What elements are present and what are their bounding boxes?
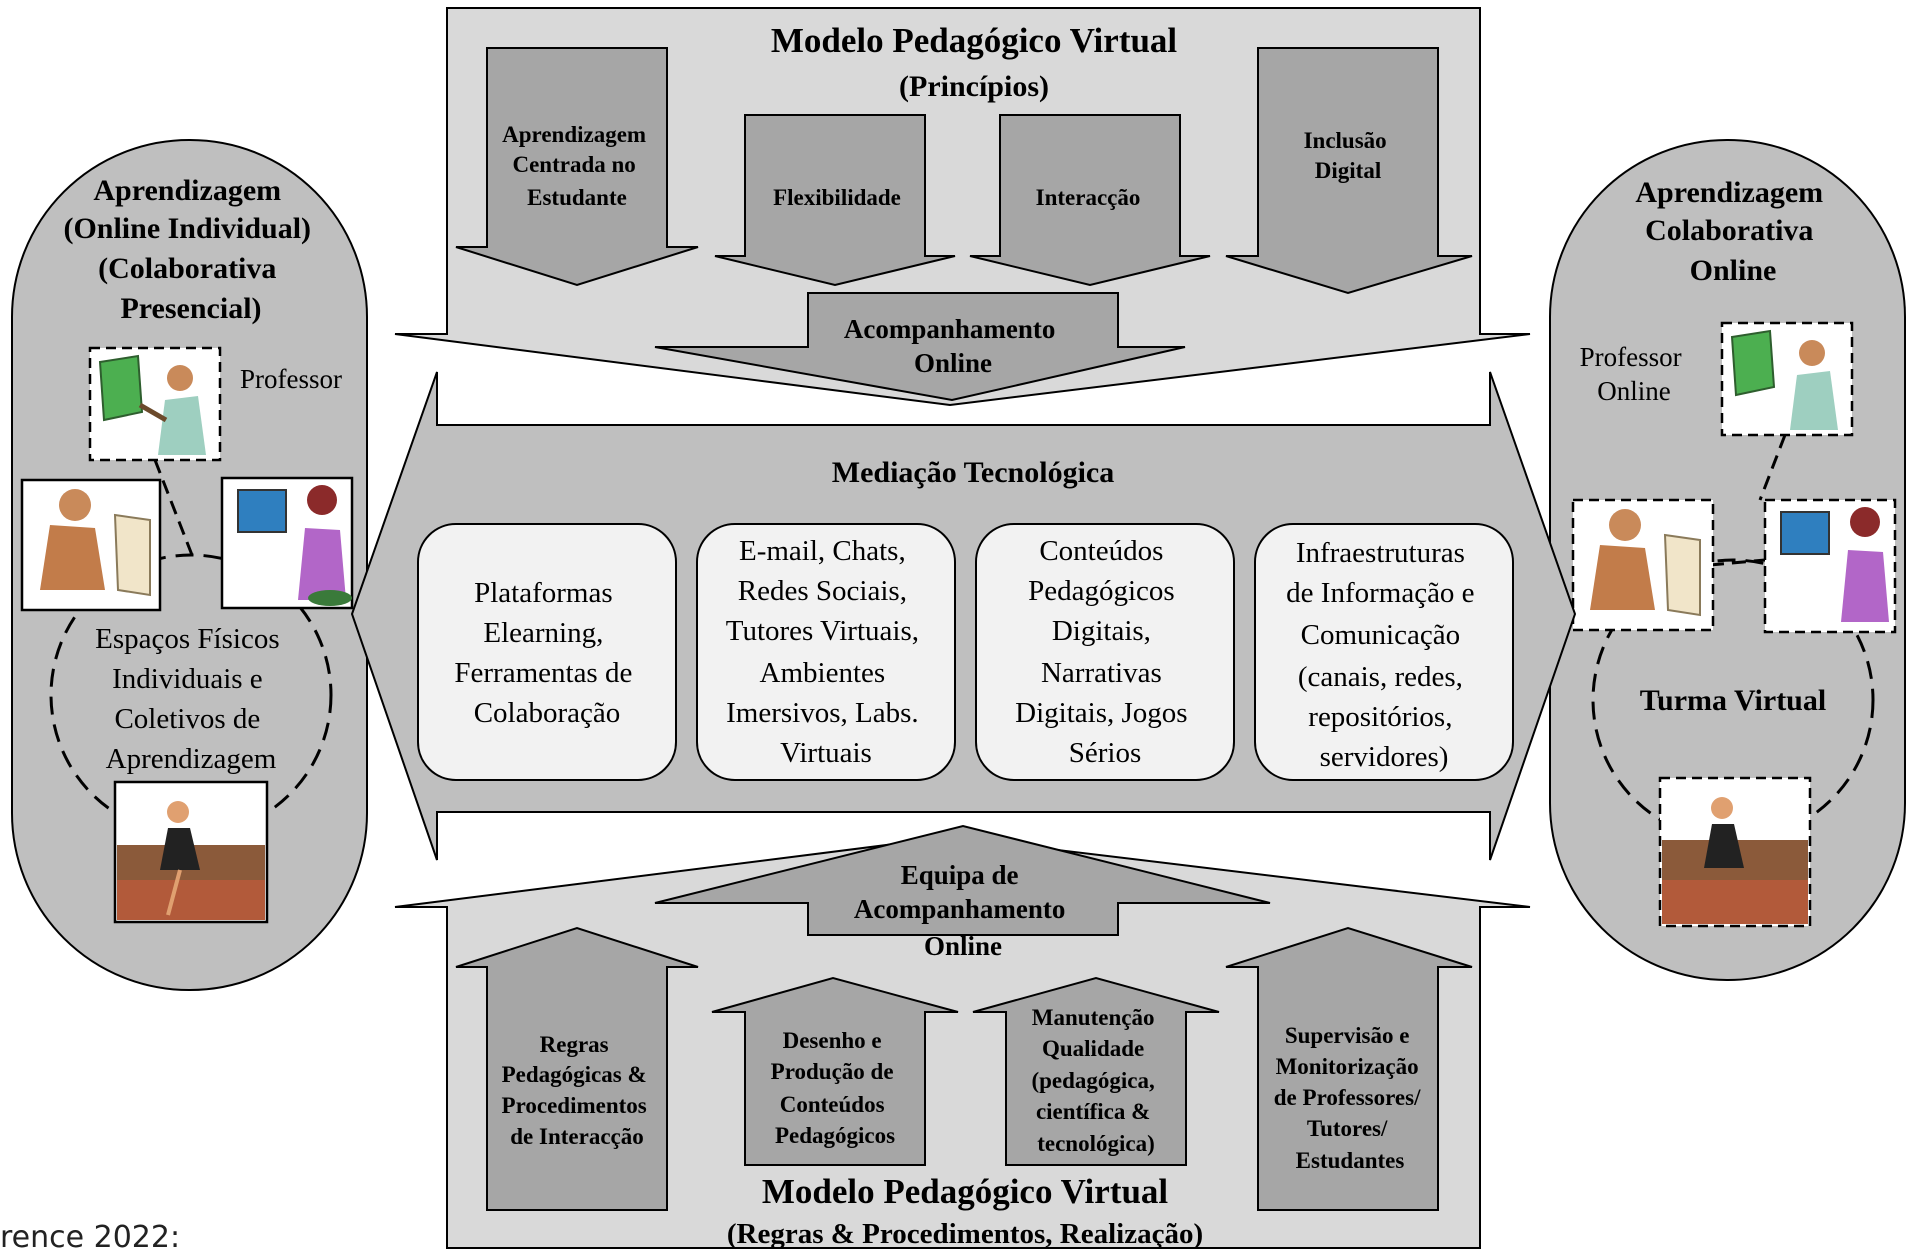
center-arrow-up [654,824,1271,936]
bottom-item-4-label: Supervisão e Monitorização de Professore… [1274,1023,1426,1173]
right-panel: Aprendizagem Colaborativa Online Profess… [1549,139,1906,981]
virtual-class-text: Turma Virtual [1640,684,1826,717]
bottom-item-2-label: Desenho e Produção de Conteúdos Pedagógi… [771,1028,900,1148]
professor-label: Professor [240,364,342,394]
bottom-model-subtitle: (Regras & Procedimentos, Realização) [727,1218,1203,1250]
student-man-clipart-icon [20,478,162,612]
mediation-box-2 [696,523,956,781]
bottom-arrow-4 [1225,926,1473,1211]
principle-1-label: Aprendizagem Centrada no Estudante [502,122,652,210]
bottom-arrow-2 [711,976,959,1166]
professor-clipart-icon [88,346,222,462]
top-model-subtitle: (Princípios) [899,70,1049,103]
bottom-model: Equipa de Acompanhamento Online Regras P… [394,824,1531,1250]
bottom-arrow-1 [455,926,699,1211]
online-student-woman-clipart-icon [1763,498,1897,634]
mediation-box-2-text: E-mail, Chats, Redes Sociais, Tutores Vi… [726,535,926,769]
student-woman-clipart-icon [220,476,354,610]
bottom-item-3-label: Manutenção Qualidade (pedagógica, cientí… [1031,1005,1160,1156]
top-model-title: Modelo Pedagógico Virtual [771,21,1178,60]
online-professor-clipart-icon [1720,321,1854,437]
top-center-label: Acompanhamento Online [844,314,1062,378]
principle-arrow-1 [455,47,699,287]
online-student-man-clipart-icon [1571,498,1715,632]
physical-spaces-text: Espaços Físicos Individuais e Coletivos … [95,623,287,775]
principle-2-label: Flexibilidade [773,185,901,210]
principle-4-label: Inclusão Digital [1304,128,1393,183]
left-panel-title: Aprendizagem (Online Individual) (Colabo… [63,174,318,325]
mediation-box-4-text: Infraestruturas de Informação e Comunica… [1286,537,1482,773]
mediation-box-1 [417,523,677,781]
bottom-arrow-3 [972,976,1220,1166]
top-model: Modelo Pedagógico Virtual (Princípios) A… [394,7,1531,407]
bottom-center-label: Equipa de Acompanhamento Online [854,860,1072,961]
center-arrow-down [654,292,1186,402]
mediation-title: Mediação Tecnológica [832,456,1114,489]
mediation-box-3 [975,523,1235,781]
bottom-model-title: Modelo Pedagógico Virtual [762,1172,1169,1211]
principle-arrow-4 [1225,47,1473,295]
online-student-sofa-clipart-icon [1658,776,1812,928]
right-panel-title: Aprendizagem Colaborativa Online [1635,176,1830,287]
virtual-class-circle [1591,558,1875,842]
mediation-box-4 [1254,523,1514,781]
principle-3-label: Interacção [1036,185,1141,210]
mediation-box-1-text: Plataformas Elearning, Ferramentas de Co… [454,577,639,729]
bottom-item-1-label: Regras Pedagógicas & Procedimentos de In… [502,1032,653,1149]
online-professor-label: Professor Online [1580,342,1689,406]
mediation-arrow: Mediação Tecnológica Plataformas Elearni… [350,371,1577,861]
principle-arrow-2 [714,114,956,287]
left-panel: Aprendizagem (Online Individual) (Colabo… [11,139,368,991]
footer-caption: rence 2022: [0,1220,181,1255]
mediation-box-3-text: Conteúdos Pedagógicos Digitais, Narrativ… [1015,535,1195,769]
principle-arrow-3 [969,114,1211,287]
student-sofa-clipart-icon [113,780,269,924]
